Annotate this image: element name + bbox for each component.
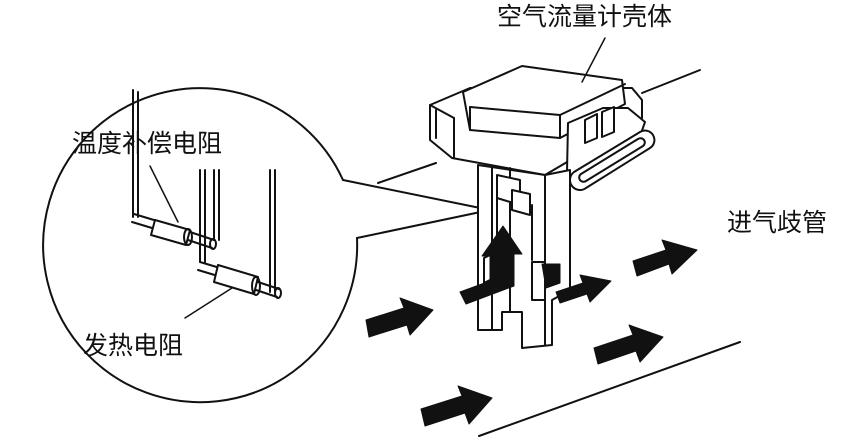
heating-resistor-label: 发热电阻 — [83, 331, 184, 360]
airflow-arrow — [541, 263, 561, 289]
temperature-compensation-resistor — [131, 213, 217, 250]
air-flow-meter — [429, 65, 656, 349]
intake-manifold-label: 进气歧管 — [727, 208, 828, 237]
airflow-arrow — [593, 324, 664, 365]
temperature-resistor-label: 温度补偿电阻 — [72, 129, 223, 158]
airflow-arrow — [365, 297, 434, 338]
airflow-arrow — [555, 274, 612, 304]
airflow-arrow — [632, 239, 698, 277]
heating-resistor — [197, 261, 282, 299]
airflow-arrow — [459, 225, 523, 305]
airflow-arrows — [365, 225, 698, 427]
housing-leader-line — [581, 37, 606, 83]
magnified-detail — [42, 87, 491, 404]
intake-manifold-lines — [377, 69, 741, 437]
airflow-arrow — [420, 385, 493, 427]
housing-label: 空气流量计壳体 — [497, 2, 673, 31]
